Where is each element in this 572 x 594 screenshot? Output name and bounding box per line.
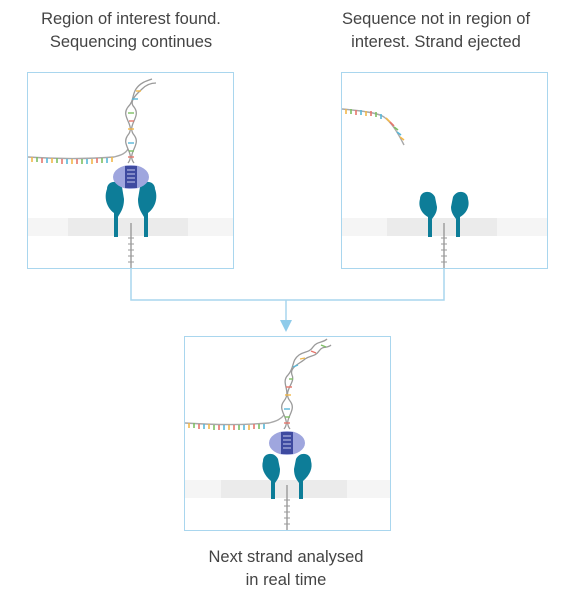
motor-protein	[269, 431, 305, 455]
caption-top-right-line1: Sequence not in region of	[341, 10, 531, 28]
caption-top-left-line2: Sequencing continues	[49, 33, 213, 51]
dna-helix	[125, 78, 157, 164]
nanopore-next-strand-illustration	[185, 338, 390, 530]
nanopore-eject-illustration	[342, 108, 547, 268]
caption-bottom-line2: in real time	[245, 571, 327, 589]
caption-top-left-line1: Region of interest found.	[41, 10, 221, 28]
panel-next-strand	[184, 336, 391, 531]
nanopore	[262, 453, 312, 499]
motor-protein	[113, 165, 149, 189]
strand-single	[185, 414, 285, 426]
caption-bottom-line1: Next strand analysed	[208, 548, 364, 566]
nanopore	[419, 191, 469, 237]
caption-bottom: Next strand analysed in real time	[150, 546, 422, 592]
strand-single	[28, 148, 129, 160]
caption-top-left: Region of interest found. Sequencing con…	[0, 8, 262, 54]
dna-helix	[281, 338, 332, 430]
caption-top-right: Sequence not in region of interest. Stra…	[300, 8, 572, 54]
ejected-strand	[342, 108, 405, 146]
panel-strand-ejected	[341, 72, 548, 269]
connector-left	[130, 268, 286, 301]
nanopore	[105, 181, 157, 237]
panel-region-found	[27, 72, 234, 269]
down-arrow-icon	[280, 320, 292, 332]
connector-right	[286, 268, 445, 301]
caption-top-right-line2: interest. Strand ejected	[351, 33, 521, 51]
nanopore-continue-illustration	[28, 78, 233, 268]
